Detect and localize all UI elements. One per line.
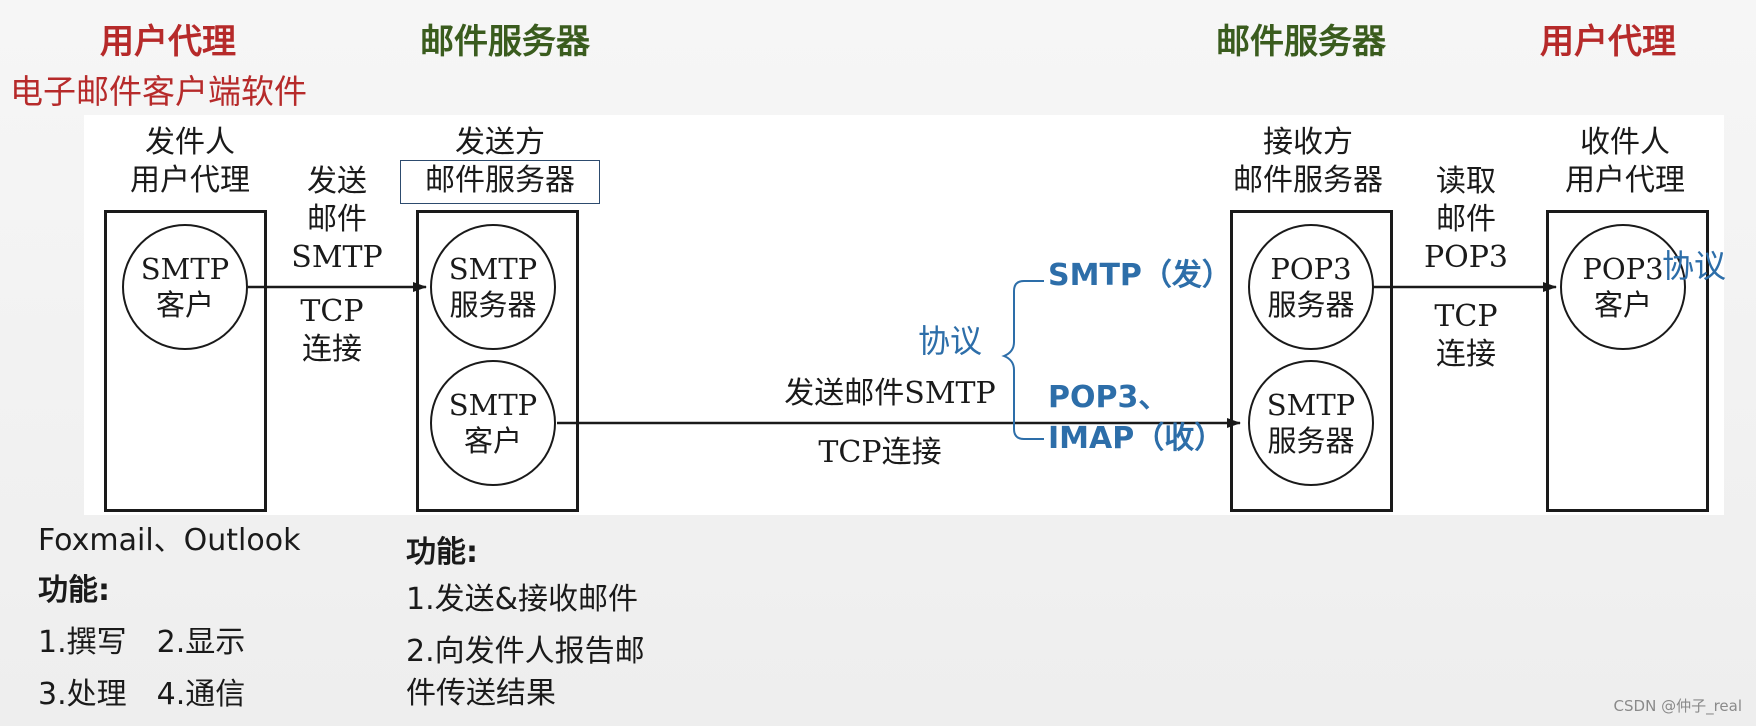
read-mail-label-line1: 读取 — [1436, 164, 1496, 199]
protocol-brace — [1001, 280, 1044, 440]
protocol-annotation: 协议 — [918, 322, 983, 360]
receiver-pop3-client-circle: POP3 客户 — [1560, 224, 1686, 350]
csdn-watermark: CSDN @仲子_real — [1613, 697, 1742, 715]
send-tcp-label-line2: 连接 — [302, 332, 362, 367]
sender-smtp-server-line2: 服务器 — [449, 288, 537, 322]
server-functions-title: 功能: — [406, 535, 478, 570]
sender-smtp-client-circle: SMTP 客户 — [122, 224, 248, 350]
imap-receive-annotation: IMAP（收） — [1048, 421, 1225, 456]
receiver-agent-caption: 收件人 用户代理 — [1545, 124, 1705, 200]
server-function-2-line2: 件传送结果 — [406, 676, 556, 711]
send-mail-label: 发送 邮件 SMTP — [282, 163, 392, 277]
receiver-pop3-server-line1: POP3 — [1270, 252, 1352, 286]
client-functions-row1: 1.撰写 2.显示 — [38, 625, 246, 660]
receiver-agent-caption-line1: 收件人 — [1580, 125, 1670, 160]
receiver-agent-caption-line2: 用户代理 — [1565, 163, 1685, 198]
sender-smtp-server-circle: SMTP 服务器 — [430, 224, 556, 350]
sender-server-smtp-client-circle: SMTP 客户 — [430, 360, 556, 486]
sender-agent-caption: 发件人 用户代理 — [110, 124, 270, 200]
diagram-panel — [84, 115, 1724, 515]
pop3-annotation: POP3、 — [1048, 380, 1169, 415]
sender-server-caption-box: 邮件服务器 — [400, 160, 600, 204]
receiver-pop3-server-circle: POP3 服务器 — [1248, 224, 1374, 350]
sender-smtp-client-line2: 客户 — [155, 288, 214, 322]
sender-smtp-server-line1: SMTP — [448, 252, 538, 286]
client-examples: Foxmail、Outlook — [38, 523, 301, 558]
receiver-server-caption-line2: 邮件服务器 — [1233, 163, 1383, 198]
title-right-mail-server: 邮件服务器 — [1216, 22, 1386, 62]
receiver-smtp-server-line2: 服务器 — [1267, 424, 1355, 458]
send-mail-label-line2: 邮件 — [307, 202, 367, 237]
send-tcp-label: TCP 连接 — [282, 293, 382, 369]
server-function-2-line1: 2.向发件人报告邮 — [406, 634, 645, 669]
receiver-smtp-server-line1: SMTP — [1266, 388, 1356, 422]
receiver-pop3-client-line1: POP3 — [1582, 252, 1664, 286]
send-tcp-label-line1: TCP — [300, 294, 364, 329]
read-mail-label-line2: 邮件 — [1436, 202, 1496, 237]
protocol-right-annotation: 协议 — [1662, 247, 1727, 285]
title-left-mail-server: 邮件服务器 — [420, 22, 590, 62]
read-tcp-label-line2: 连接 — [1436, 337, 1496, 372]
server-function-1: 1.发送&接收邮件 — [406, 582, 639, 617]
client-functions-title: 功能: — [38, 573, 110, 608]
receiver-server-caption: 接收方 邮件服务器 — [1218, 124, 1398, 200]
read-tcp-label: TCP 连接 — [1416, 298, 1516, 374]
relay-tcp-label: TCP连接 — [818, 435, 942, 470]
smtp-send-annotation: SMTP（发） — [1048, 258, 1232, 293]
sender-server-smtp-client-line1: SMTP — [448, 388, 538, 422]
sender-agent-caption-line1: 发件人 — [145, 125, 235, 160]
read-tcp-label-line1: TCP — [1434, 299, 1498, 334]
title-right-user-agent: 用户代理 — [1540, 22, 1676, 62]
relay-mail-label: 发送邮件SMTP — [784, 376, 996, 411]
receiver-pop3-server-line2: 服务器 — [1267, 288, 1355, 322]
sender-agent-caption-line2: 用户代理 — [130, 163, 250, 198]
receiver-smtp-server-circle: SMTP 服务器 — [1248, 360, 1374, 486]
read-mail-label: 读取 邮件 POP3 — [1408, 163, 1524, 277]
subtitle-email-client: 电子邮件客户端软件 — [10, 72, 307, 111]
sender-server-smtp-client-line2: 客户 — [463, 424, 522, 458]
sender-smtp-client-line1: SMTP — [140, 252, 230, 286]
receiver-server-caption-line1: 接收方 — [1263, 125, 1353, 160]
client-functions-row2: 3.处理 4.通信 — [38, 677, 246, 712]
send-mail-label-line3: SMTP — [291, 240, 383, 275]
read-mail-label-line3: POP3 — [1423, 240, 1509, 275]
send-mail-label-line1: 发送 — [307, 164, 367, 199]
receiver-pop3-client-line2: 客户 — [1593, 288, 1652, 322]
title-left-user-agent: 用户代理 — [100, 22, 236, 62]
sender-server-caption-line1: 发送方 — [455, 125, 545, 160]
